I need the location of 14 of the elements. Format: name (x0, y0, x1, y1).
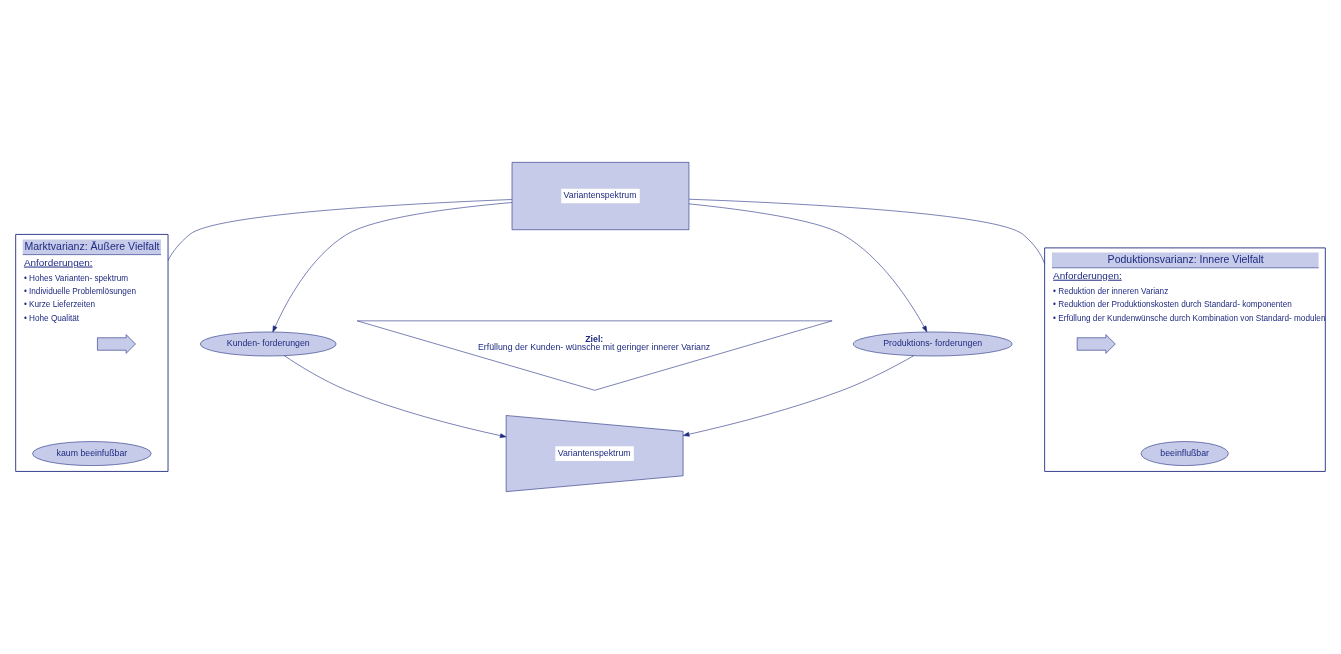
arrow (682, 355, 915, 437)
arrow (272, 202, 513, 333)
node-ellipse: kaum beeinfußbar (32, 441, 152, 466)
node-box: Variantenspektrum (511, 162, 690, 231)
arrow (688, 203, 928, 333)
node-arrow (1076, 334, 1116, 354)
node-ellipse: Produktions- forderungen (853, 331, 1013, 357)
node-ellipse: Kunden- forderungen (200, 331, 337, 357)
node-arrow (97, 334, 136, 354)
node-box: Variantenspektrum (505, 415, 684, 492)
arrow (283, 355, 507, 438)
connector (688, 198, 1045, 264)
connector (167, 199, 513, 261)
node-ellipse: beeinflußbar (1140, 441, 1229, 466)
